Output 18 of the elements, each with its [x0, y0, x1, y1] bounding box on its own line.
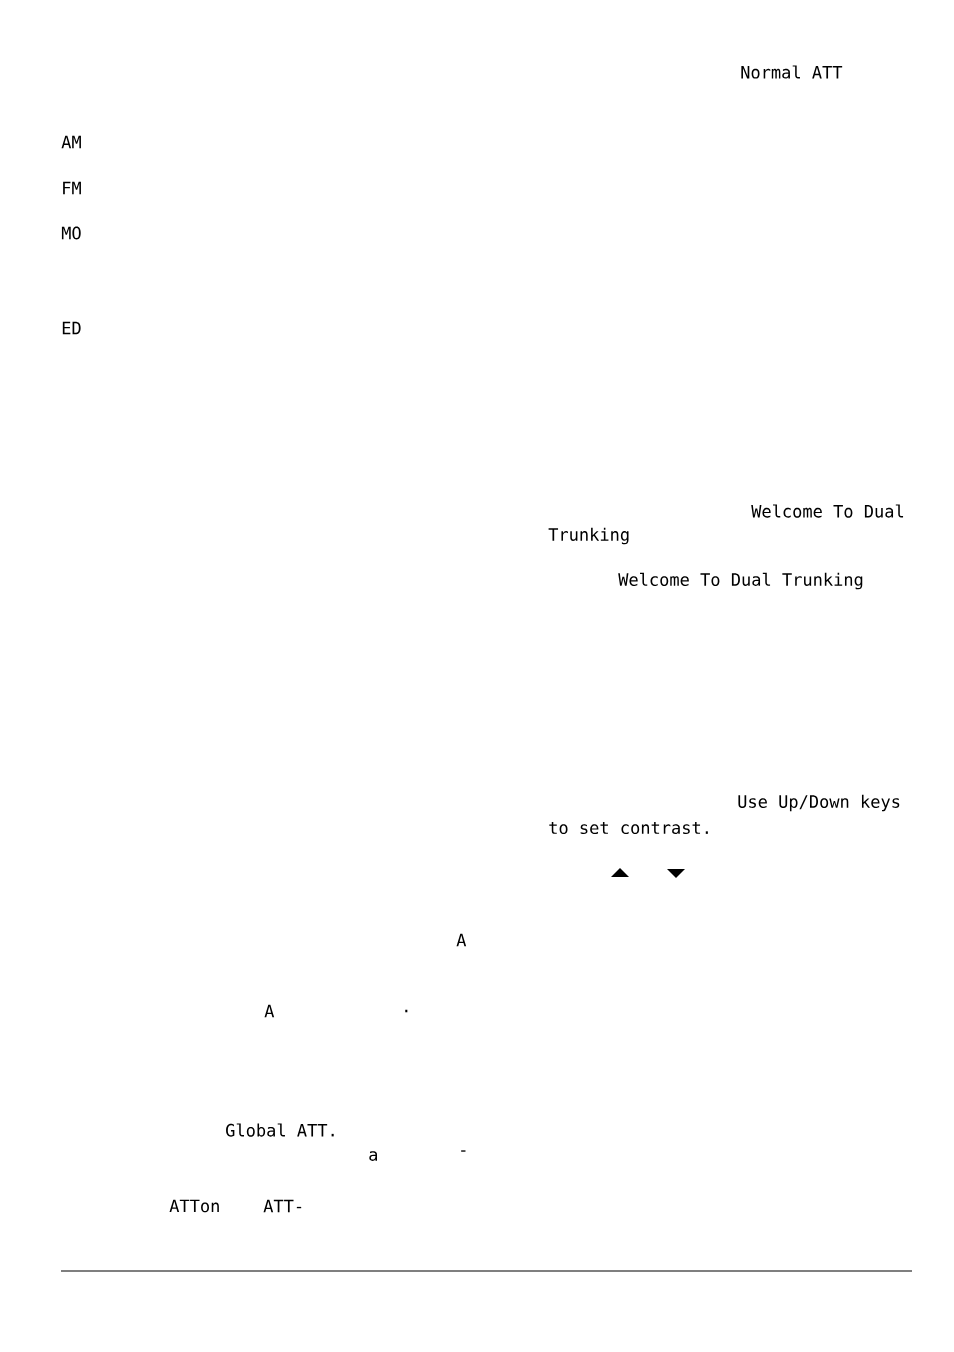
label: ATT- [263, 1199, 302, 1213]
label: Normal ATT [741, 65, 843, 79]
label: Use Up/Down keys [738, 794, 900, 812]
label: FM [63, 181, 81, 195]
label: . [405, 1009, 408, 1013]
label: a [369, 1151, 377, 1161]
label: to set contrast. [549, 821, 708, 835]
label: ATTon [169, 1199, 219, 1213]
label: A [264, 1004, 275, 1018]
label: MO [61, 226, 81, 240]
label: ED [62, 321, 81, 335]
label: AM [61, 135, 81, 149]
label: Welcome To Dual [751, 504, 904, 518]
label: Welcome To Dual Trunking [618, 572, 863, 590]
label: Global ATT. [226, 1123, 334, 1137]
label: Trunking [548, 527, 629, 545]
label: A [456, 933, 467, 947]
label: - [461, 1150, 466, 1152]
